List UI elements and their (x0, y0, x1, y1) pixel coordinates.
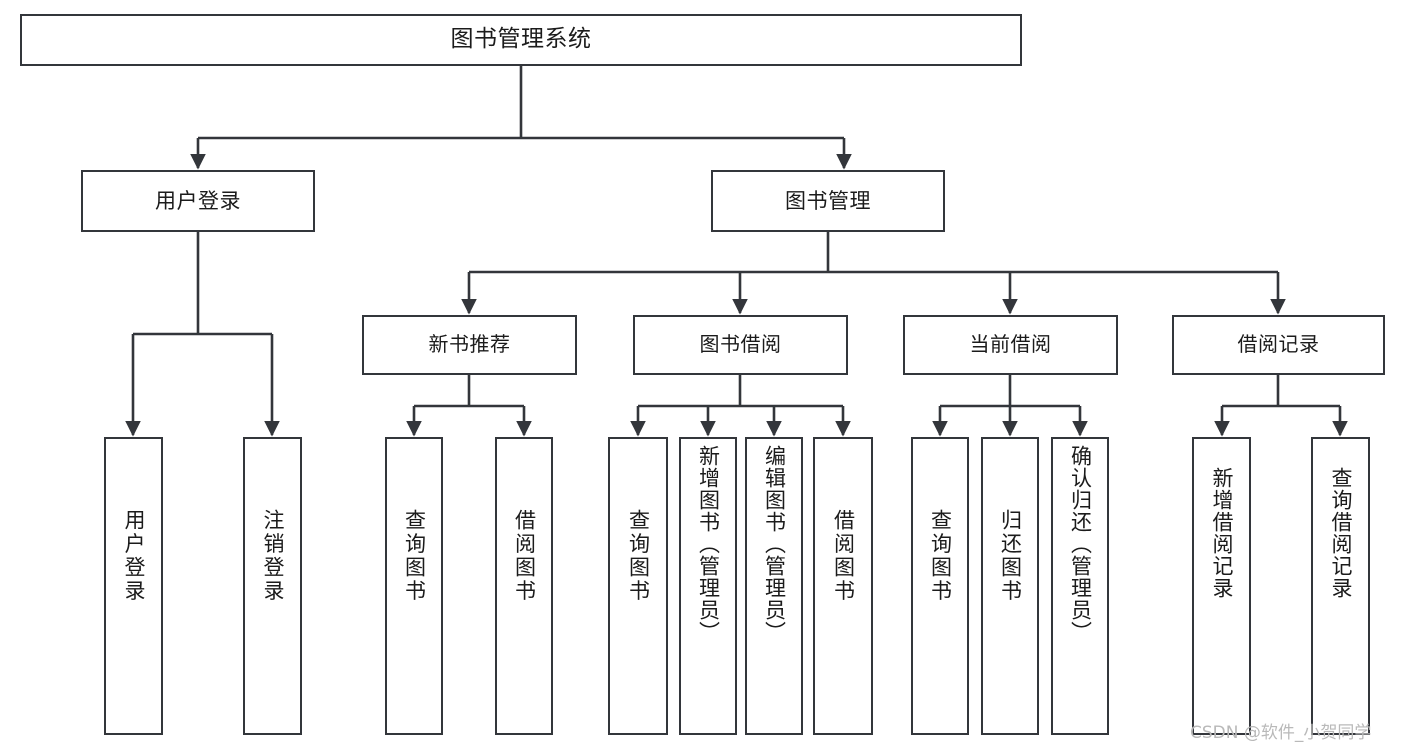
node-label: 用户登录 (122, 509, 146, 603)
node-leaf-query-borrow-record[interactable]: 查询借阅记录 (1311, 437, 1370, 735)
node-leaf-add-borrow-record[interactable]: 新增借阅记录 (1192, 437, 1251, 735)
node-label: 借阅图书 (831, 509, 856, 603)
node-leaf-borrow-book-2[interactable]: 借阅图书 (813, 437, 873, 735)
node-book-borrow[interactable]: 图书借阅 (633, 315, 848, 375)
node-label: 新增图书（管理员） (696, 445, 721, 643)
node-label: 借阅记录 (1237, 332, 1320, 357)
node-label: 图书管理系统 (450, 26, 592, 53)
node-leaf-borrow-book-1[interactable]: 借阅图书 (495, 437, 553, 735)
node-leaf-confirm-return[interactable]: 确认归还（管理员） (1051, 437, 1109, 735)
node-label: 新增借阅记录 (1210, 467, 1234, 599)
node-leaf-query-book-1[interactable]: 查询图书 (385, 437, 443, 735)
node-label: 查询图书 (626, 509, 651, 603)
node-label: 新书推荐 (428, 332, 511, 357)
node-leaf-query-book-2[interactable]: 查询图书 (608, 437, 668, 735)
node-label: 编辑图书（管理员） (762, 445, 787, 643)
node-label: 借阅图书 (512, 509, 537, 603)
node-label: 查询图书 (928, 509, 953, 603)
node-root-system[interactable]: 图书管理系统 (20, 14, 1022, 66)
node-leaf-edit-book[interactable]: 编辑图书（管理员） (745, 437, 803, 735)
node-leaf-return-book[interactable]: 归还图书 (981, 437, 1039, 735)
node-leaf-user-login[interactable]: 用户登录 (104, 437, 163, 735)
node-user-login[interactable]: 用户登录 (81, 170, 315, 232)
node-label: 归还图书 (998, 509, 1023, 603)
node-label: 查询借阅记录 (1329, 467, 1353, 599)
node-label: 注销登录 (261, 509, 285, 603)
node-label: 图书借阅 (699, 332, 782, 357)
node-label: 查询图书 (402, 509, 427, 603)
node-label: 当前借阅 (969, 332, 1052, 357)
node-label: 确认归还（管理员） (1068, 445, 1093, 643)
node-label: 图书管理 (785, 188, 871, 213)
node-leaf-add-book[interactable]: 新增图书（管理员） (679, 437, 737, 735)
node-leaf-query-book-3[interactable]: 查询图书 (911, 437, 969, 735)
node-book-management[interactable]: 图书管理 (711, 170, 945, 232)
node-current-borrow[interactable]: 当前借阅 (903, 315, 1118, 375)
node-new-book-recommend[interactable]: 新书推荐 (362, 315, 577, 375)
node-leaf-logout-login[interactable]: 注销登录 (243, 437, 302, 735)
node-label: 用户登录 (155, 188, 241, 213)
csdn-watermark: CSDN @软件_小贺同学 (1190, 723, 1372, 743)
node-borrow-record[interactable]: 借阅记录 (1172, 315, 1385, 375)
